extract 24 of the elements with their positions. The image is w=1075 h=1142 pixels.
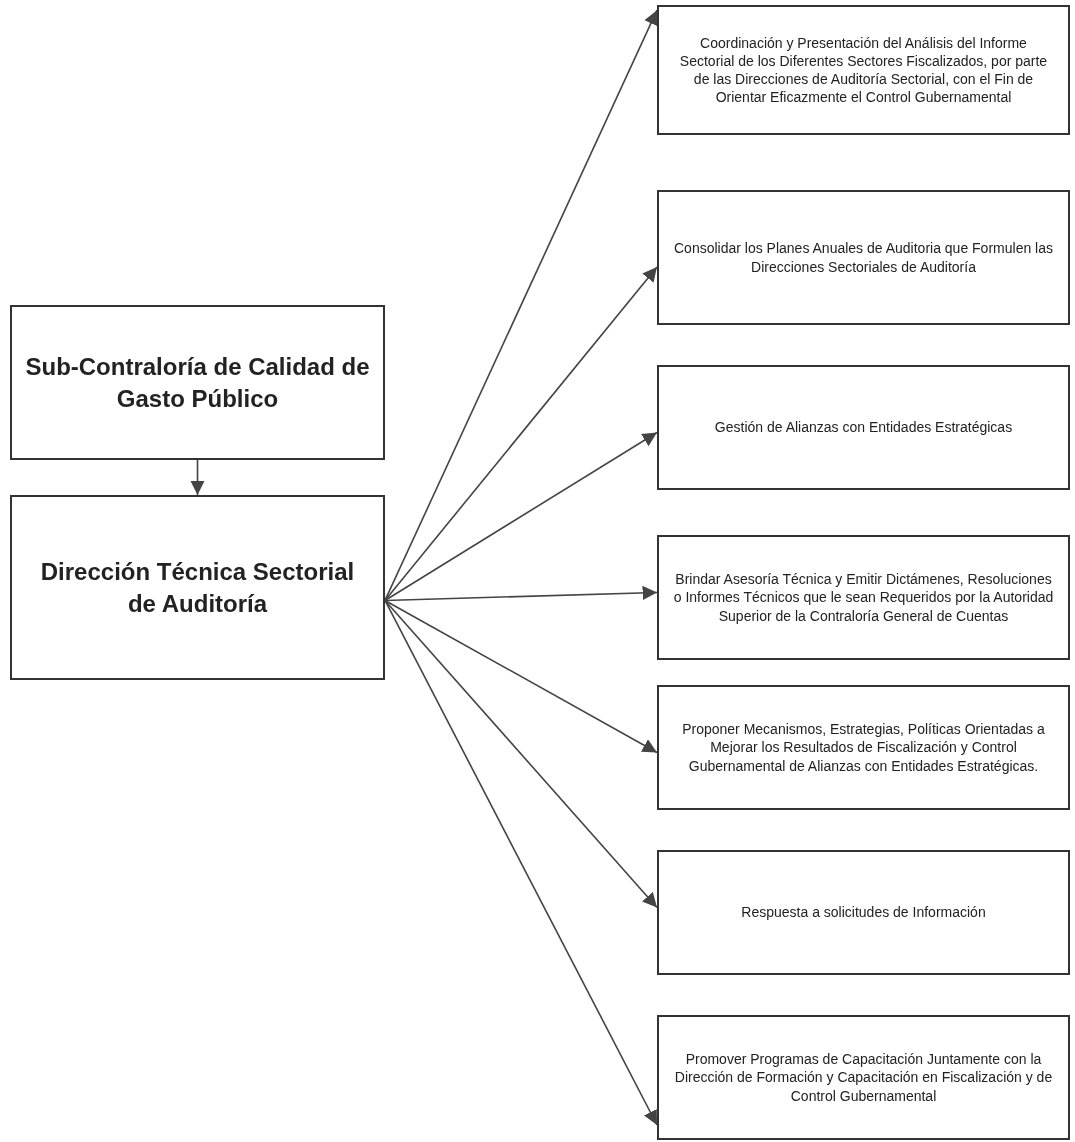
process-box bbox=[657, 850, 1070, 975]
process-box bbox=[657, 1015, 1070, 1140]
arrow bbox=[384, 599, 658, 909]
process-box bbox=[657, 685, 1070, 810]
process-box bbox=[10, 495, 385, 680]
arrow bbox=[384, 431, 658, 602]
box-text: Gestión de Alianzas con Entidades Estratégicas bbox=[714, 418, 1013, 437]
box-text: Respuesta a solicitudes de Información bbox=[741, 903, 986, 922]
process-box bbox=[657, 365, 1070, 490]
arrow bbox=[384, 585, 658, 602]
process-box bbox=[657, 5, 1070, 135]
box-text: Coordinación y Presentación del Análisis del Informe Sectorial de los Diferentes Sectores Fiscalizados, por parte de las Direcciones de Auditoría Sectorial, con el Fin de Orientar Eficazmente el Control Gubernamental bbox=[678, 33, 1049, 107]
process-box bbox=[10, 305, 385, 460]
box-text: Consolidar los Planes Anuales de Auditoria que Formulen las Direcciones Sectoriales de Auditoría bbox=[673, 239, 1054, 276]
box-text: Sub-Contraloría de Calidad de Gasto Público bbox=[24, 352, 371, 414]
arrow bbox=[384, 266, 658, 602]
box-text: Promover Programas de Capacitación Juntamente con la Dirección de Formación y Capacitación en Fiscalización y de Control Gubernamental bbox=[673, 1050, 1054, 1105]
arrow bbox=[190, 459, 205, 496]
box-text: Brindar Asesoría Técnica y Emitir Dictámenes, Resoluciones o Informes Técnicos que le sean Requeridos por la Autoridad Superior de la Contraloría General de Cuentas bbox=[672, 570, 1055, 625]
process-box bbox=[657, 535, 1070, 660]
arrow bbox=[384, 599, 658, 754]
process-box bbox=[657, 190, 1070, 325]
box-text: Dirección Técnica Sectorial de Auditoría bbox=[39, 557, 356, 619]
box-text: Proponer Mecanismos, Estrategias, Políticas Orientadas a Mejorar los Resultados de Fiscalización y Control Gubernamental de Alianzas con Entidades Estratégicas. bbox=[681, 720, 1046, 775]
